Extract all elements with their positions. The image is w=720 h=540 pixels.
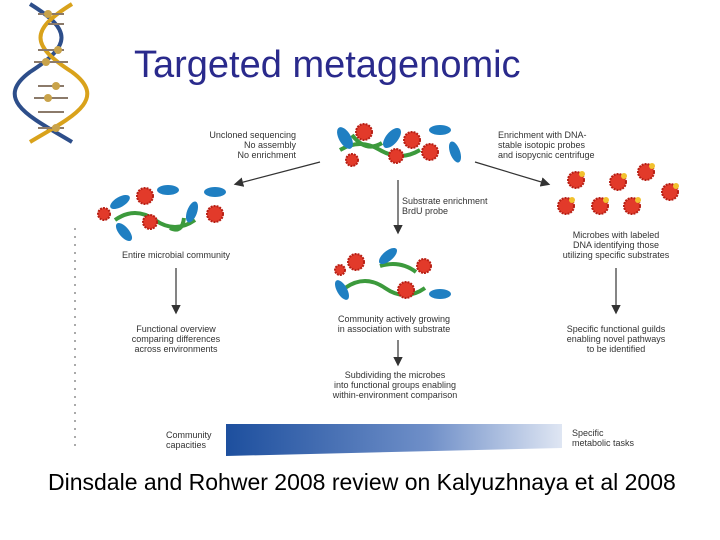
label-specific-metabolic-tasks: Specific metabolic tasks [572, 428, 635, 448]
label-functional-overview: Functional overview comparing difference… [131, 324, 221, 354]
label-community-growing: Community actively growing in associatio… [337, 314, 451, 334]
label-entire-community: Entire microbial community [121, 250, 231, 260]
dna-helix-logo [12, 2, 90, 144]
label-community-capacities: Community capacities [166, 430, 212, 450]
microbe-cluster-right [557, 163, 679, 215]
microbe-cluster-middle [334, 247, 451, 300]
microbe-cluster-left [97, 185, 226, 242]
microbe-cluster-top [337, 123, 462, 167]
arrow-to-community [233, 161, 321, 187]
label-subdividing-microbes: Subdividing the microbes into functional… [332, 370, 458, 400]
label-labeled-microbes: Microbes with labeled DNA identifying th… [562, 230, 670, 260]
label-unclonded-sequencing: Uncloned sequencing No assembly No enric… [209, 130, 296, 160]
arrow-to-labeled [474, 161, 551, 187]
label-substrate-enrichment: Substrate enrichment BrdU probe [402, 196, 488, 216]
slide-caption: Dinsdale and Rohwer 2008 review on Kalyu… [48, 469, 676, 495]
scale-wedge [226, 424, 562, 456]
label-functional-guilds: Specific functional guilds enabling nove… [566, 324, 666, 354]
slide-title: Targeted metagenomic [134, 44, 521, 86]
label-dna-sip-enrichment: Enrichment with DNA- stable isotopic pro… [498, 130, 595, 160]
